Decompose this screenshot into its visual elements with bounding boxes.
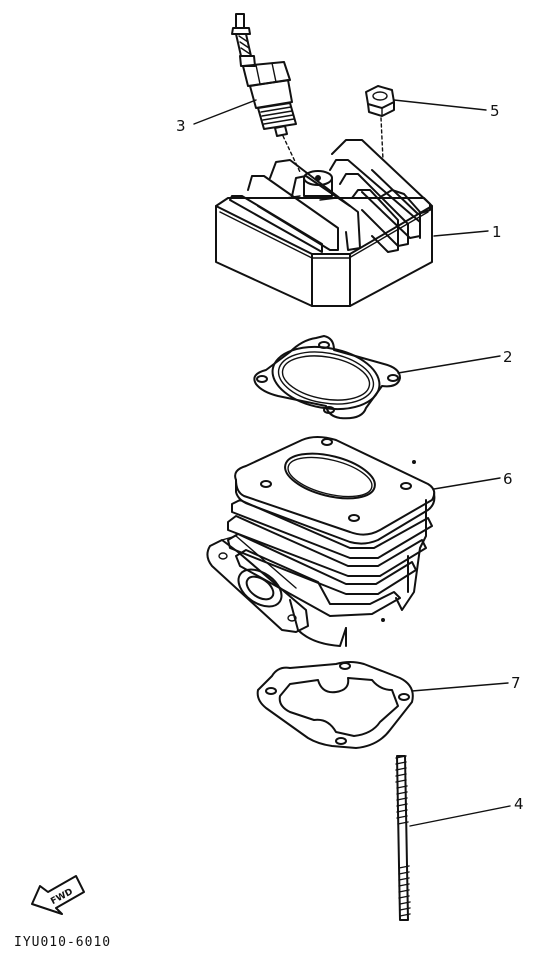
- callout-3: 3: [176, 99, 257, 135]
- cylinder-head: [215, 139, 433, 307]
- callout-5: 5: [393, 99, 500, 120]
- spark-plug: [231, 13, 301, 173]
- callout-number: 2: [503, 348, 513, 366]
- callout-number: 6: [503, 470, 513, 488]
- base-gasket: [256, 661, 414, 749]
- callout-number: 4: [514, 795, 524, 813]
- fwd-arrow-icon: FWD: [31, 875, 85, 915]
- head-gasket: [253, 335, 401, 420]
- stud-bolt: [395, 755, 411, 921]
- callout-number: 5: [490, 102, 500, 120]
- callout-number: 3: [176, 117, 186, 135]
- callout-number: 1: [492, 223, 502, 241]
- callout-4: 4: [409, 795, 524, 827]
- callout-6: 6: [433, 470, 513, 490]
- callout-number: 7: [511, 674, 521, 692]
- callout-7: 7: [411, 674, 521, 692]
- drawing-reference-code: IYU010-6010: [14, 935, 112, 950]
- callout-1: 1: [433, 223, 502, 241]
- callout-2: 2: [397, 348, 513, 374]
- cylinder: [206, 436, 436, 647]
- nut: [365, 85, 395, 161]
